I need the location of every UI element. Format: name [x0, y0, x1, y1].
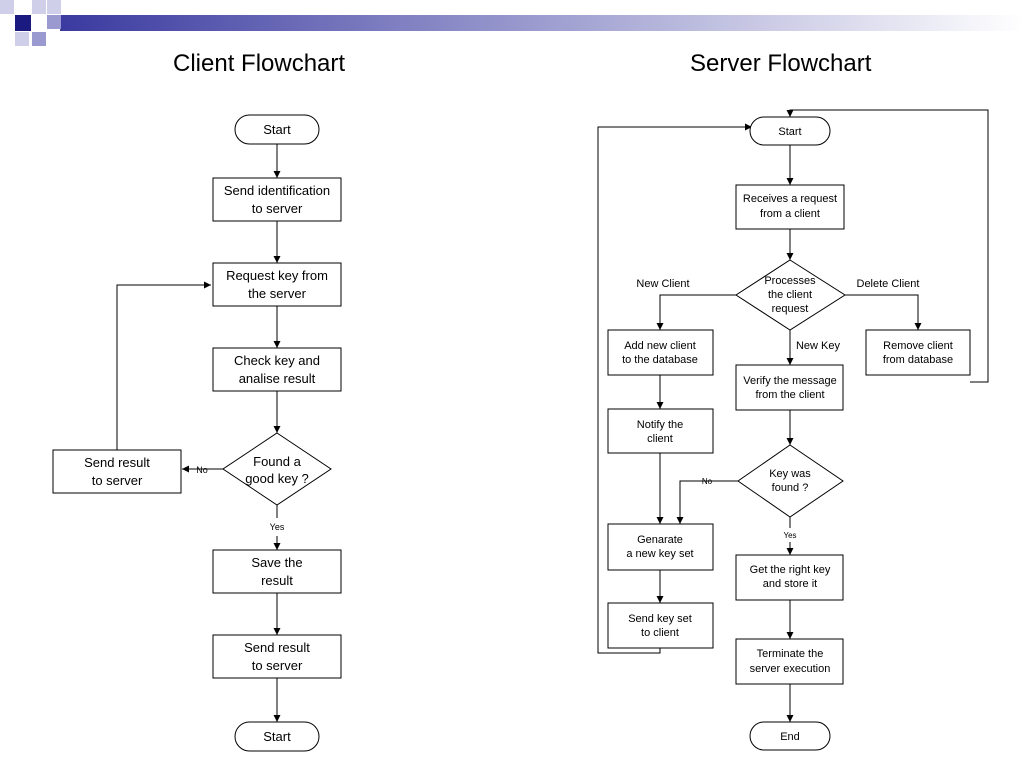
client-send-result-left-line2: to server: [92, 473, 143, 488]
client-end-label: Start: [263, 729, 291, 744]
server-end-terminal: [749, 721, 831, 751]
server-key-found-line2: found ?: [772, 482, 809, 494]
server-add-client-line2: to the database: [622, 354, 698, 366]
server-notify-box: [607, 408, 714, 454]
server-generate-line2: a new key set: [626, 548, 693, 560]
server-key-found-decision: [737, 444, 844, 518]
client-save-result-box: [212, 549, 342, 594]
server-delete-client-label: Delete Client: [857, 278, 920, 290]
server-receive-box: [735, 184, 845, 230]
client-send-result-bottom-line1: Send result: [244, 640, 310, 655]
server-end-label: End: [780, 731, 800, 743]
client-send-id-line2: to server: [252, 201, 303, 216]
decor-square: [32, 32, 46, 46]
client-save-result-line2: result: [261, 573, 293, 588]
server-remove-client-box: [865, 329, 971, 376]
server-terminate-line1: Terminate the: [757, 648, 824, 660]
client-found-key-decision: [222, 432, 332, 506]
decor-square: [32, 0, 46, 14]
server-texts: Start Receives a request from a client P…: [622, 126, 953, 743]
label-backdrop: [196, 518, 358, 536]
server-notify-line2: client: [647, 433, 673, 445]
client-request-key-box: [212, 262, 342, 307]
server-no-label: No: [702, 477, 713, 486]
decor-square: [0, 0, 14, 14]
decor-square: [15, 15, 31, 31]
server-generate-line1: Genarate: [637, 534, 683, 546]
decor-square: [15, 32, 29, 46]
server-edge-delete-client: [845, 294, 922, 330]
client-yes-label: Yes: [270, 522, 285, 532]
server-process-decision: [735, 259, 846, 331]
server-edge-new-client: [656, 294, 736, 330]
server-notify-line1: Notify the: [637, 419, 683, 431]
client-request-key-line2: the server: [248, 286, 306, 301]
decor-square: [47, 15, 61, 29]
server-send-key-box: [607, 602, 714, 649]
server-new-key-label: New Key: [796, 340, 841, 352]
server-send-key-line1: Send key set: [628, 613, 692, 625]
server-start-terminal: [749, 116, 831, 146]
server-get-key-line1: Get the right key: [750, 564, 831, 576]
server-process-line2: the client: [768, 289, 812, 301]
server-edge-remove-loop: [786, 109, 989, 383]
server-process-line1: Processes: [764, 275, 816, 287]
client-flowchart-title: Client Flowchart: [173, 50, 346, 77]
client-end-terminal: [234, 721, 320, 752]
server-receive-line2: from a client: [760, 208, 820, 220]
client-texts: Start Send identification to server Requ…: [84, 122, 330, 744]
client-save-result-line1: Save the: [251, 555, 302, 570]
client-send-result-bottom-line2: to server: [252, 658, 303, 673]
client-start-label: Start: [263, 122, 291, 137]
client-check-key-box: [212, 347, 342, 392]
client-send-identification-box: [212, 177, 342, 222]
client-edge-loop: [116, 281, 211, 450]
server-verify-line1: Verify the message: [743, 375, 837, 387]
client-send-result-bottom-box: [212, 634, 342, 679]
server-new-client-label: New Client: [636, 278, 689, 290]
client-send-result-left-line1: Send result: [84, 455, 150, 470]
server-connectors: [597, 109, 989, 722]
server-start-label: Start: [778, 126, 801, 138]
slide-decoration: [0, 0, 1024, 46]
server-edge-no: [676, 480, 738, 524]
client-connectors: [116, 144, 281, 722]
server-get-key-box: [735, 554, 844, 601]
client-found-key-line1: Found a: [253, 454, 301, 469]
client-start-terminal: [234, 114, 320, 145]
server-remove-client-line1: Remove client: [883, 340, 953, 352]
client-found-key-line2: good key ?: [245, 471, 309, 486]
client-check-key-line2: analise result: [239, 371, 316, 386]
server-generate-box: [607, 523, 714, 571]
server-add-client-line1: Add new client: [624, 340, 696, 352]
client-send-result-left-box: [52, 449, 182, 494]
server-send-key-line2: to client: [641, 627, 679, 639]
server-get-key-line2: and store it: [763, 578, 817, 590]
client-send-id-line1: Send identification: [224, 183, 330, 198]
server-key-found-line1: Key was: [769, 468, 811, 480]
label-backdrop: [748, 528, 832, 542]
server-add-client-box: [607, 329, 714, 376]
client-check-key-line1: Check key and: [234, 353, 320, 368]
client-no-label: No: [196, 465, 208, 475]
server-verify-line2: from the client: [755, 389, 824, 401]
server-remove-client-line2: from database: [883, 354, 953, 366]
client-request-key-line1: Request key from: [226, 268, 328, 283]
server-terminate-line2: server execution: [750, 663, 831, 675]
server-yes-label: Yes: [783, 531, 796, 540]
title-gradient-band: [60, 15, 1024, 31]
server-nodes: [607, 116, 971, 751]
server-flowchart-title: Server Flowchart: [690, 50, 872, 77]
server-edge-send-loop: [597, 123, 752, 654]
decor-square: [47, 0, 61, 14]
server-process-line3: request: [772, 303, 809, 315]
server-verify-box: [735, 364, 844, 411]
client-nodes: [52, 114, 342, 752]
server-receive-line1: Receives a request: [743, 193, 837, 205]
server-terminate-box: [735, 638, 844, 685]
